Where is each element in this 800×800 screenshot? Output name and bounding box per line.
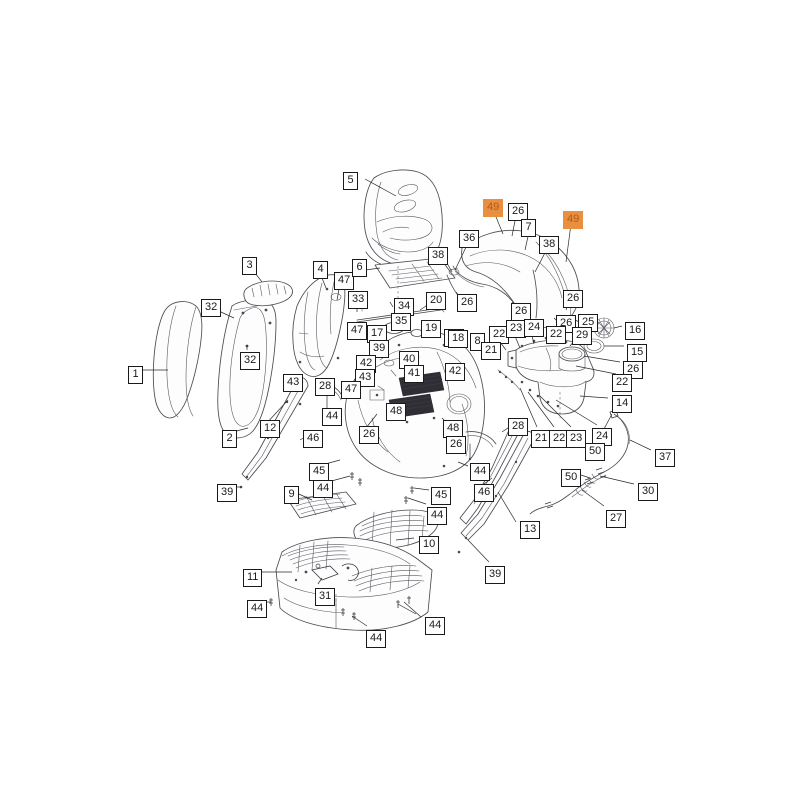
callout-label-47[interactable]: 47 (347, 322, 368, 340)
callout-label-39[interactable]: 39 (217, 484, 238, 502)
callout-label-42[interactable]: 42 (356, 355, 377, 373)
part-air-duct-bracket-right (465, 431, 497, 461)
callout-label-24[interactable]: 24 (524, 319, 545, 337)
callout-label-38[interactable]: 38 (428, 247, 449, 265)
callout-label-28[interactable]: 28 (508, 418, 529, 436)
callout-label-45[interactable]: 45 (431, 487, 452, 505)
callout-label-50[interactable]: 50 (585, 443, 606, 461)
callout-label-44[interactable]: 44 (425, 617, 446, 635)
callout-label-41[interactable]: 41 (404, 365, 425, 383)
callout-label-16[interactable]: 16 (625, 322, 646, 340)
callout-label-9[interactable]: 9 (284, 486, 299, 504)
callout-label-26[interactable]: 26 (457, 294, 478, 312)
callout-label-12[interactable]: 12 (260, 420, 281, 438)
callout-label-35[interactable]: 35 (391, 313, 412, 331)
part-fuel-hose-assembly (529, 409, 630, 515)
callout-label-45[interactable]: 45 (309, 463, 330, 481)
callout-label-49[interactable]: 49 (563, 211, 584, 229)
callout-label-46[interactable]: 46 (474, 484, 495, 502)
part-front-nose-cowl (275, 537, 433, 631)
part-rear-console-panel (292, 274, 346, 377)
callout-label-48[interactable]: 48 (386, 403, 407, 421)
callout-label-7[interactable]: 7 (521, 219, 536, 237)
callout-label-44[interactable]: 44 (247, 600, 268, 618)
callout-label-26[interactable]: 26 (446, 436, 467, 454)
callout-label-15[interactable]: 15 (627, 344, 648, 362)
callout-label-37[interactable]: 37 (655, 449, 676, 467)
part-handle-trim (243, 280, 293, 307)
part-seat-assembly (363, 169, 443, 269)
callout-label-29[interactable]: 29 (572, 327, 593, 345)
callout-label-27[interactable]: 27 (606, 510, 627, 528)
callout-label-14[interactable]: 14 (612, 395, 633, 413)
callout-label-23[interactable]: 23 (506, 320, 527, 338)
callout-label-28[interactable]: 28 (315, 378, 336, 396)
callout-label-43[interactable]: 43 (283, 374, 304, 392)
callout-label-32[interactable]: 32 (240, 352, 261, 370)
callout-label-22[interactable]: 22 (612, 374, 633, 392)
callout-label-33[interactable]: 33 (348, 291, 369, 309)
callout-label-20[interactable]: 20 (426, 292, 447, 310)
callout-label-44[interactable]: 44 (427, 507, 448, 525)
callout-label-18[interactable]: 18 (448, 330, 469, 348)
callout-label-26[interactable]: 26 (623, 361, 644, 379)
callout-label-38[interactable]: 38 (539, 236, 560, 254)
callout-label-47[interactable]: 47 (341, 381, 362, 399)
callout-label-44[interactable]: 44 (313, 480, 334, 498)
callout-label-39[interactable]: 39 (369, 340, 390, 358)
callout-label-17[interactable]: 17 (367, 325, 388, 343)
callout-label-21[interactable]: 21 (481, 342, 502, 360)
callout-label-49[interactable]: 49 (483, 199, 504, 217)
callout-label-44[interactable]: 44 (322, 408, 343, 426)
callout-label-1[interactable]: 1 (128, 366, 143, 384)
callout-label-23[interactable]: 23 (566, 430, 587, 448)
callout-label-26[interactable]: 26 (359, 426, 380, 444)
callout-label-19[interactable]: 19 (421, 320, 442, 338)
callout-label-30[interactable]: 30 (638, 483, 659, 501)
callout-label-44[interactable]: 44 (366, 630, 387, 648)
part-left-fender-panel (152, 301, 203, 419)
callout-label-13[interactable]: 13 (520, 521, 541, 539)
part-hood-latch (448, 267, 460, 276)
callout-label-5[interactable]: 5 (343, 172, 358, 190)
callout-label-32[interactable]: 32 (201, 299, 222, 317)
callout-label-10[interactable]: 10 (419, 536, 440, 554)
callout-label-39[interactable]: 39 (485, 566, 506, 584)
callout-label-22[interactable]: 22 (546, 326, 567, 344)
part-small-grille (287, 491, 357, 519)
callout-label-26[interactable]: 26 (563, 290, 584, 308)
callout-label-4[interactable]: 4 (313, 261, 328, 279)
callout-label-44[interactable]: 44 (470, 463, 491, 481)
callout-label-26[interactable]: 26 (508, 203, 529, 221)
callout-label-47[interactable]: 47 (334, 272, 355, 290)
callout-label-36[interactable]: 36 (459, 230, 480, 248)
callout-label-2[interactable]: 2 (222, 430, 237, 448)
callout-label-46[interactable]: 46 (303, 430, 324, 448)
part-footplate-mat (374, 257, 456, 289)
callout-label-6[interactable]: 6 (352, 259, 367, 277)
callout-label-3[interactable]: 3 (242, 257, 257, 275)
callout-label-42[interactable]: 42 (445, 363, 466, 381)
callout-label-31[interactable]: 31 (315, 588, 336, 606)
callout-label-50[interactable]: 50 (561, 469, 582, 487)
callout-label-11[interactable]: 11 (243, 569, 263, 587)
